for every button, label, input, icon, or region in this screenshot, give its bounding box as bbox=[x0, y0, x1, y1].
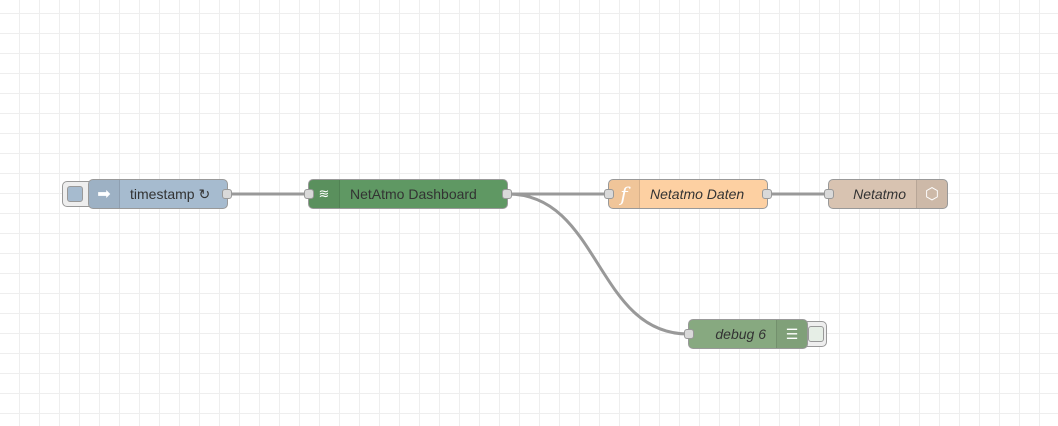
debug-node[interactable]: debug 6 ☰ bbox=[684, 319, 808, 349]
node-label: debug 6 bbox=[715, 326, 766, 342]
output-port[interactable] bbox=[762, 189, 772, 199]
output-port[interactable] bbox=[222, 189, 232, 199]
node-label: timestamp ↻ bbox=[130, 185, 211, 202]
wire-dashboard-debug[interactable] bbox=[507, 192, 689, 336]
polyhedron-icon: ⬡ bbox=[916, 180, 947, 208]
inject-node[interactable]: ➡ timestamp ↻ bbox=[88, 179, 232, 209]
input-port[interactable] bbox=[824, 189, 834, 199]
function-icon: f bbox=[609, 180, 640, 208]
arrow-right-icon: ➡ bbox=[89, 180, 120, 208]
dashboard-node[interactable]: ≋ NetAtmo Dashboard bbox=[304, 179, 512, 209]
list-icon: ☰ bbox=[776, 320, 807, 348]
node-label: Netatmo Daten bbox=[650, 186, 745, 202]
input-port[interactable] bbox=[304, 189, 314, 199]
function-node[interactable]: f Netatmo Daten bbox=[604, 179, 772, 209]
netatmo-node[interactable]: Netatmo ⬡ bbox=[824, 179, 948, 209]
wifi-icon: ≋ bbox=[309, 180, 340, 208]
output-port[interactable] bbox=[502, 189, 512, 199]
node-label: Netatmo bbox=[853, 186, 906, 202]
input-port[interactable] bbox=[604, 189, 614, 199]
input-port[interactable] bbox=[684, 329, 694, 339]
node-label: NetAtmo Dashboard bbox=[350, 186, 477, 202]
